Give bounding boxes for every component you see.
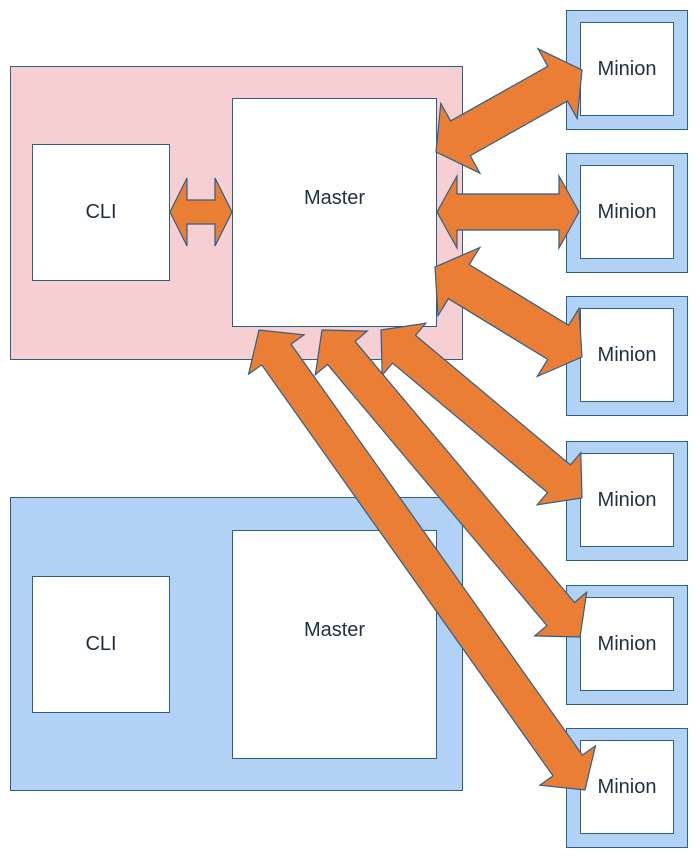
minion-4-label: Minion bbox=[597, 488, 657, 511]
minion-2: Minion bbox=[566, 153, 688, 273]
minion-2-box: Minion bbox=[580, 165, 674, 259]
secondary-cli-label: CLI bbox=[85, 633, 117, 655]
primary-master-box: Master bbox=[232, 98, 437, 327]
secondary-cli-box: CLI bbox=[32, 576, 170, 713]
minion-4-box: Minion bbox=[580, 453, 674, 547]
minion-1-box: Minion bbox=[580, 22, 674, 116]
minion-1-label: Minion bbox=[597, 57, 657, 80]
minion-1: Minion bbox=[566, 10, 688, 130]
minion-3: Minion bbox=[566, 296, 688, 416]
minion-3-box: Minion bbox=[580, 308, 674, 402]
secondary-master-label: Master bbox=[303, 619, 366, 641]
minion-3-label: Minion bbox=[597, 343, 657, 366]
primary-master-label: Master bbox=[303, 187, 366, 209]
minion-6-label: Minion bbox=[597, 775, 657, 798]
minion-4: Minion bbox=[566, 441, 688, 561]
minion-5-label: Minion bbox=[597, 632, 657, 655]
minion-6-box: Minion bbox=[580, 740, 674, 834]
minion-5-box: Minion bbox=[580, 597, 674, 691]
secondary-master-box: Master bbox=[232, 530, 437, 759]
primary-cli-label: CLI bbox=[85, 201, 117, 223]
minion-6: Minion bbox=[566, 728, 688, 848]
minion-2-label: Minion bbox=[597, 200, 657, 223]
primary-cli-box: CLI bbox=[32, 144, 170, 281]
minion-5: Minion bbox=[566, 585, 688, 705]
